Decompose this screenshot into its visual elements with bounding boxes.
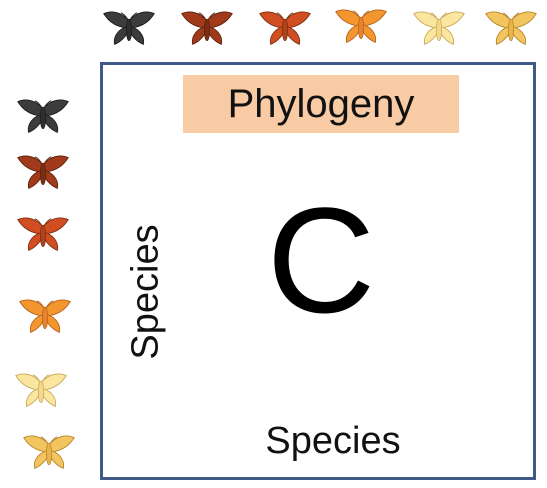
left-moth-3	[16, 214, 70, 256]
species-x-label: Species	[103, 420, 539, 463]
species-y-label: Species	[125, 224, 168, 359]
top-moth-3	[258, 8, 312, 50]
matrix-letter: C	[103, 185, 539, 335]
left-moth-5	[14, 370, 68, 412]
moth-golden-icon	[484, 8, 538, 50]
left-moth-1	[16, 96, 70, 138]
top-moth-2	[180, 8, 234, 50]
moth-rust-icon	[16, 152, 70, 194]
moth-black-icon	[16, 96, 70, 138]
moth-pale-yellow-icon	[14, 370, 68, 412]
moth-orange-icon	[18, 296, 72, 338]
moth-red-orange-icon	[258, 8, 312, 50]
left-moth-2	[16, 152, 70, 194]
top-moth-1	[102, 8, 156, 50]
moth-red-orange-icon	[16, 214, 70, 256]
moth-black-icon	[102, 8, 156, 50]
left-moth-6	[22, 432, 76, 474]
left-moth-4	[18, 296, 72, 338]
moth-orange-icon	[334, 6, 388, 48]
moth-golden-icon	[22, 432, 76, 474]
top-moth-4	[334, 6, 388, 48]
phylogeny-label: Phylogeny	[228, 82, 415, 127]
moth-pale-yellow-icon	[412, 8, 466, 50]
top-moth-6	[484, 8, 538, 50]
top-moth-5	[412, 8, 466, 50]
moth-rust-icon	[180, 8, 234, 50]
phylogeny-banner: Phylogeny	[183, 75, 459, 133]
